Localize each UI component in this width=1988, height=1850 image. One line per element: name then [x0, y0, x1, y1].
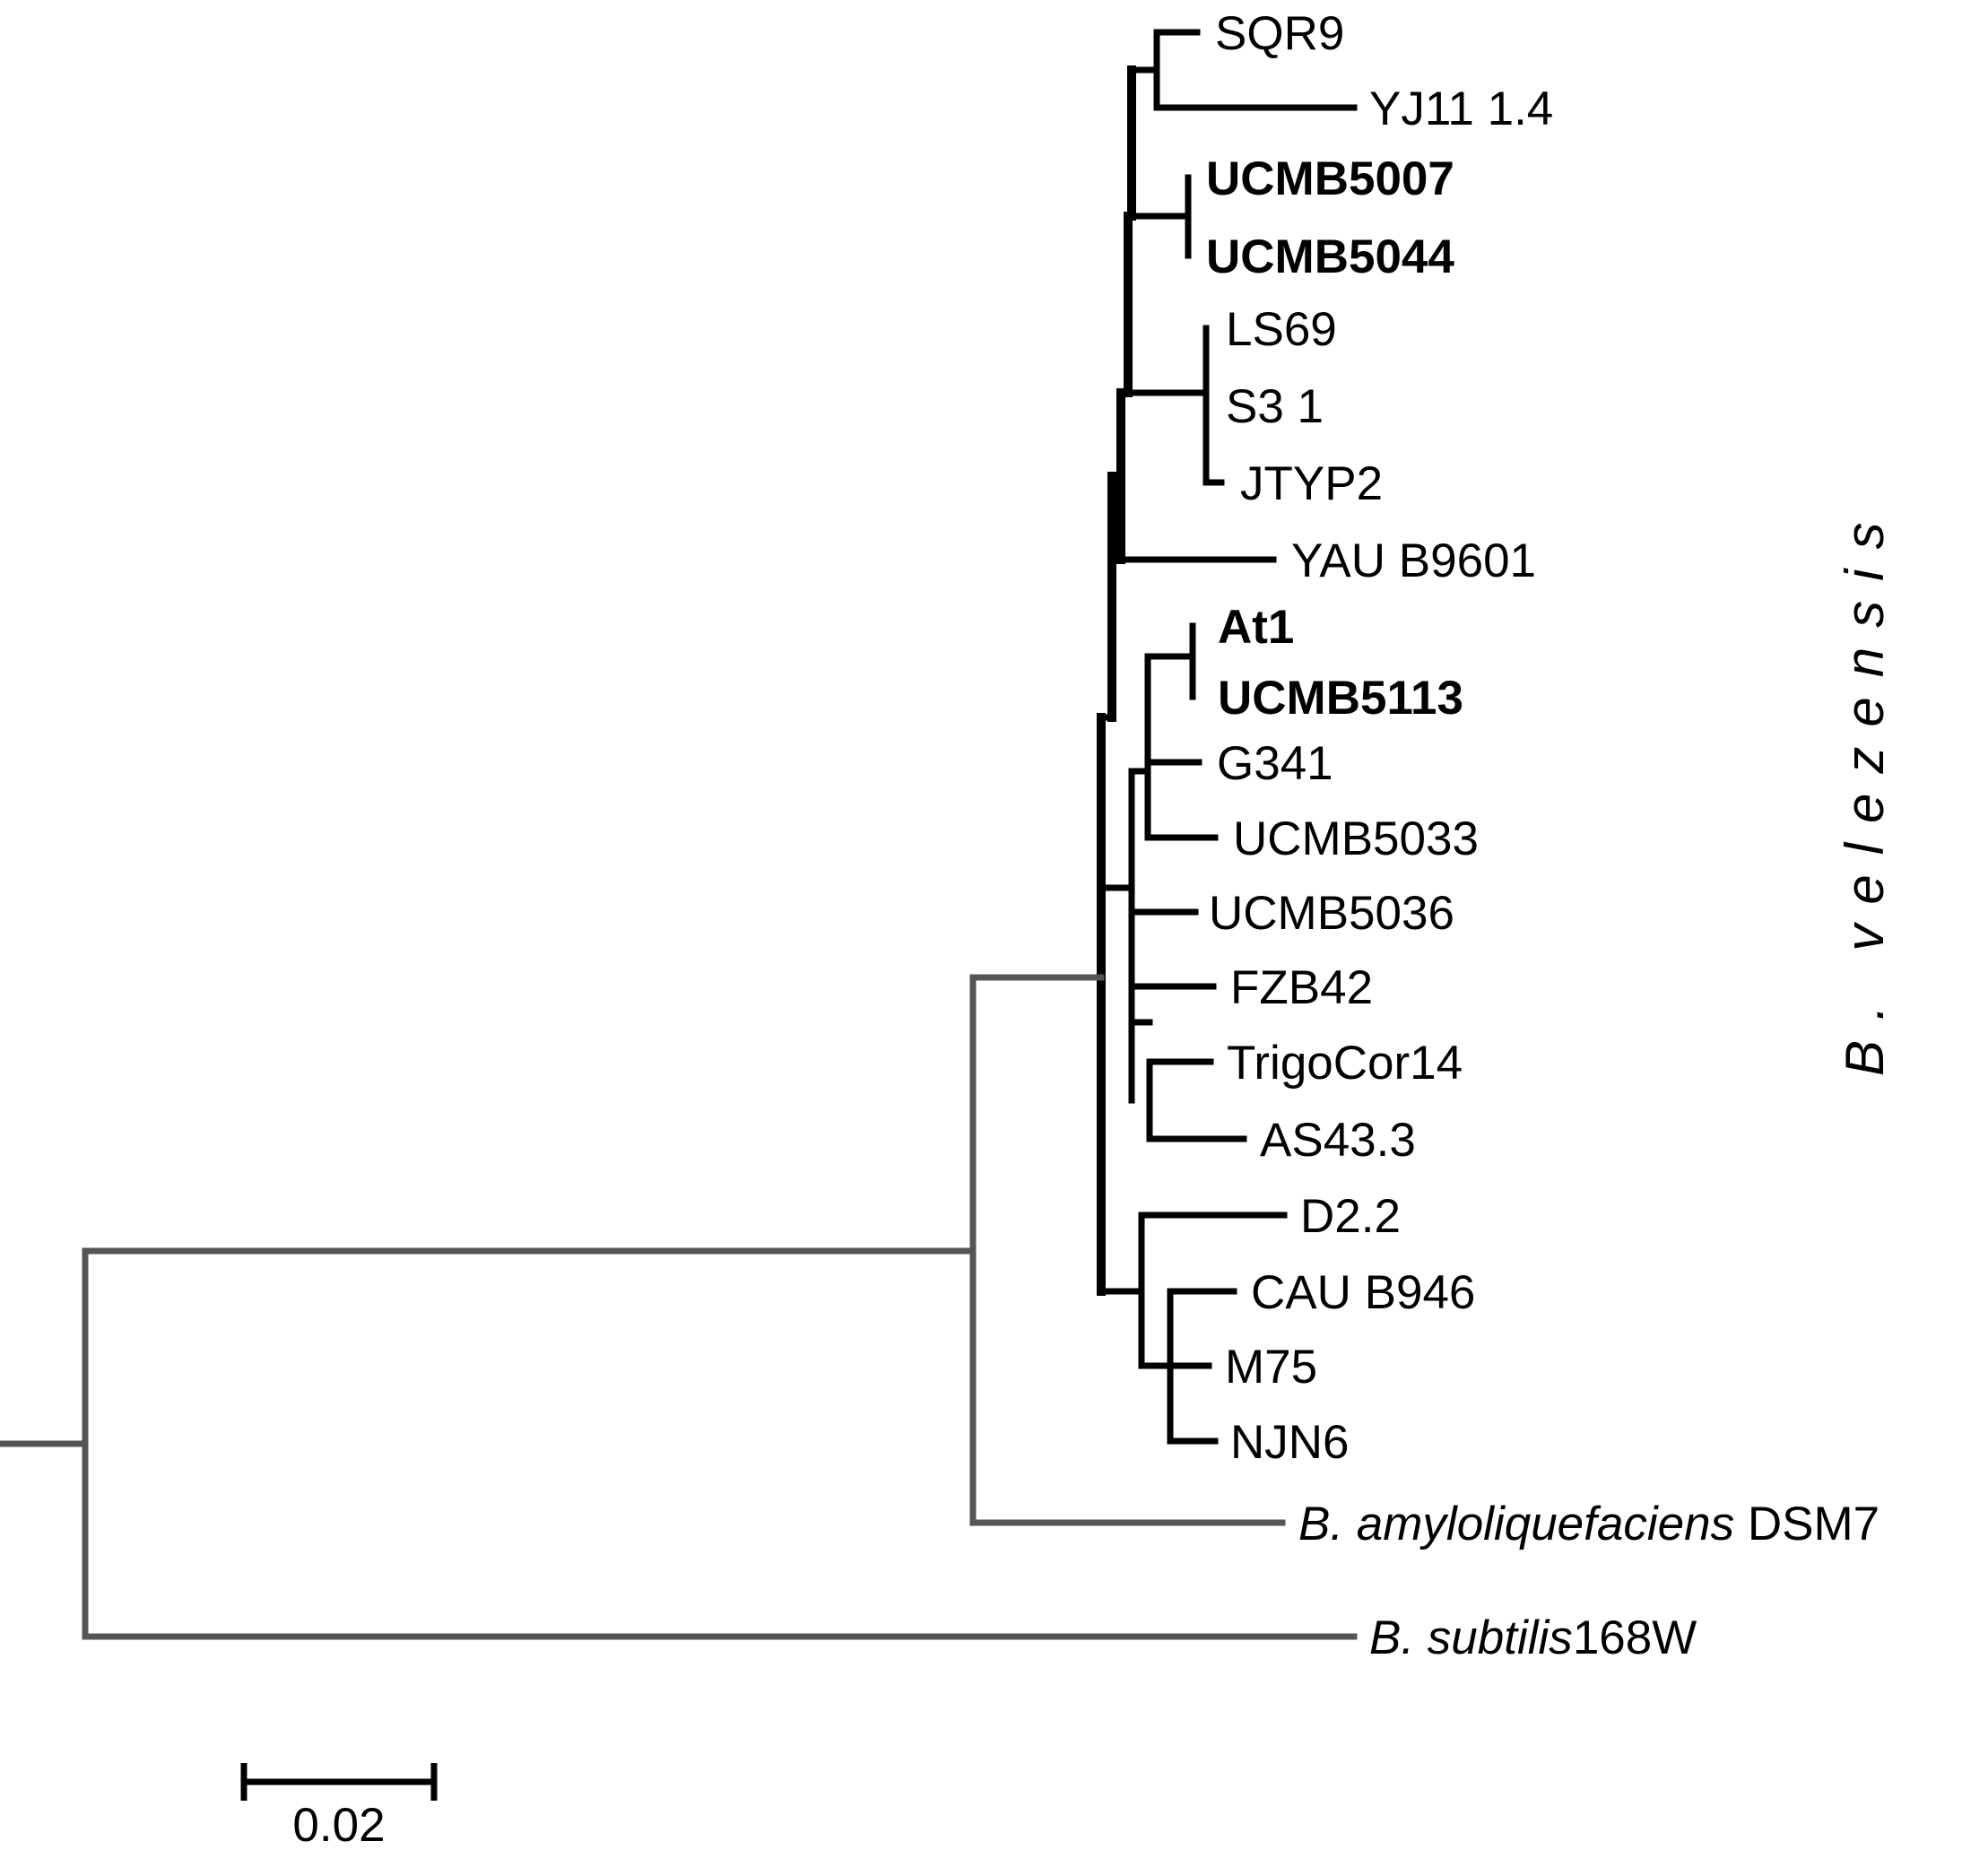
scale-bar-label: 0.02: [292, 1799, 385, 1850]
tree-branches: [0, 29, 1358, 1640]
taxon-label-TrigoCor14: TrigoCor14: [1227, 1037, 1463, 1090]
taxon-label-YAU_B9601: YAU B9601: [1291, 534, 1536, 587]
taxon-label-At1: At1: [1218, 601, 1294, 654]
clade-label: B. velezensis: [1835, 503, 1895, 1077]
taxon-label-AS43_3: AS43.3: [1260, 1114, 1416, 1167]
taxon-label-DSM7: B. amyloliquefaciens DSM7: [1298, 1498, 1879, 1550]
taxon-label-LS69: LS69: [1226, 303, 1337, 356]
taxon-label-S3_1: S3 1: [1226, 380, 1324, 433]
taxon-species-italic: B. amyloliquefaciens: [1298, 1498, 1734, 1550]
taxon-label-UCMB5044: UCMB5044: [1206, 230, 1454, 283]
taxon-label-G341: G341: [1217, 737, 1333, 790]
taxon-species-italic: B. subtilis: [1369, 1611, 1573, 1664]
taxon-strain: DSM7: [1734, 1498, 1879, 1550]
taxon-label-UCMB5033: UCMB5033: [1233, 812, 1479, 865]
taxon-label-YJ11: YJ11 1.4: [1369, 83, 1553, 135]
taxon-label-NJN6: NJN6: [1230, 1416, 1350, 1469]
taxon-strain: 168W: [1573, 1611, 1697, 1664]
taxon-label-UCMB5007: UCMB5007: [1206, 152, 1454, 205]
taxon-label-M75: M75: [1225, 1341, 1317, 1394]
taxon-label-UCMB5036: UCMB5036: [1209, 887, 1454, 940]
scale-bar: 0.02: [240, 1763, 438, 1850]
taxon-label-D2_2: D2.2: [1300, 1190, 1401, 1243]
taxon-label-SQR9: SQR9: [1215, 7, 1344, 60]
taxon-label-JTYP2: JTYP2: [1240, 457, 1383, 510]
taxon-label-UCMB5113: UCMB5113: [1218, 672, 1463, 725]
taxon-label-168W: B. subtilis168W: [1369, 1611, 1697, 1664]
taxon-label-FZB42: FZB42: [1230, 961, 1373, 1014]
taxon-label-CAU_B946: CAU B946: [1251, 1266, 1475, 1319]
